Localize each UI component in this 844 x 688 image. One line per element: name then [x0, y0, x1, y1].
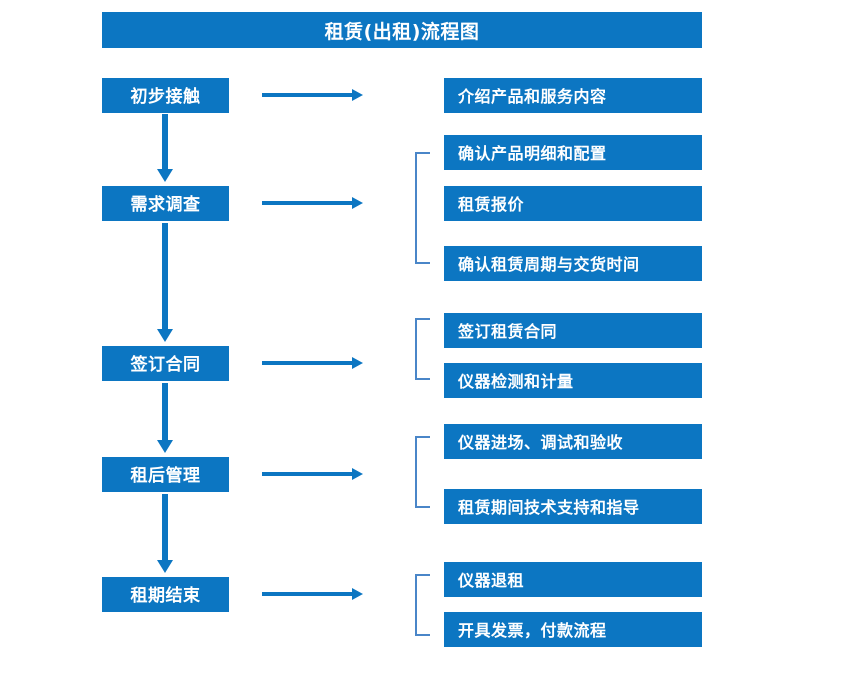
- arrow-right-icon-2: [262, 197, 363, 209]
- group-bracket-3: [415, 318, 430, 380]
- arrow-down-icon-2: [157, 223, 173, 342]
- detail-box-5-2[interactable]: 开具发票，付款流程: [444, 612, 702, 647]
- group-bracket-4: [415, 436, 430, 508]
- stage-box-2[interactable]: 需求调查: [102, 186, 229, 221]
- detail-box-1-1[interactable]: 介绍产品和服务内容: [444, 78, 702, 113]
- stage-box-3[interactable]: 签订合同: [102, 346, 229, 381]
- arrow-right-icon-1: [262, 89, 363, 101]
- arrow-right-icon-4: [262, 468, 363, 480]
- flowchart-title: 租赁(出租)流程图: [102, 12, 702, 48]
- arrow-down-icon-4: [157, 494, 173, 573]
- arrow-right-icon-5: [262, 588, 363, 600]
- group-bracket-5: [415, 574, 430, 636]
- arrow-down-icon-1: [157, 114, 173, 182]
- arrow-right-icon-3: [262, 357, 363, 369]
- stage-box-5[interactable]: 租期结束: [102, 577, 229, 612]
- detail-box-4-2[interactable]: 租赁期间技术支持和指导: [444, 489, 702, 524]
- detail-box-3-1[interactable]: 签订租赁合同: [444, 313, 702, 348]
- detail-box-3-2[interactable]: 仪器检测和计量: [444, 363, 702, 398]
- stage-box-1[interactable]: 初步接触: [102, 78, 229, 113]
- detail-box-4-1[interactable]: 仪器进场、调试和验收: [444, 424, 702, 459]
- detail-box-2-3[interactable]: 确认租赁周期与交货时间: [444, 246, 702, 281]
- detail-box-5-1[interactable]: 仪器退租: [444, 562, 702, 597]
- group-bracket-2: [415, 152, 430, 264]
- detail-box-2-1[interactable]: 确认产品明细和配置: [444, 135, 702, 170]
- detail-box-2-2[interactable]: 租赁报价: [444, 186, 702, 221]
- stage-box-4[interactable]: 租后管理: [102, 457, 229, 492]
- arrow-down-icon-3: [157, 383, 173, 453]
